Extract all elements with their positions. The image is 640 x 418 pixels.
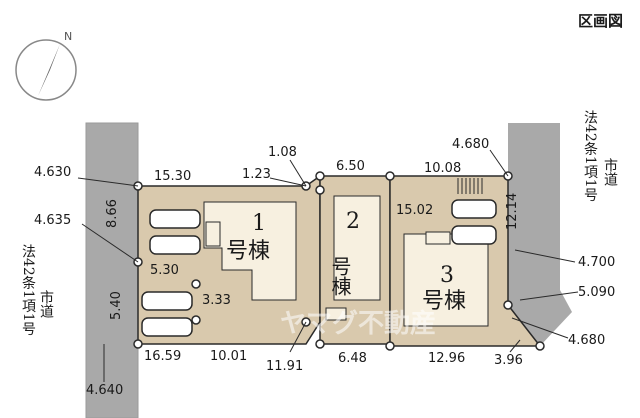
watermark: ヤマグ不動産	[280, 308, 436, 339]
stairs	[457, 178, 483, 194]
dim-333: 3.33	[202, 293, 231, 308]
dim-866: 8.66	[105, 199, 120, 228]
dim-4680-bottom: 4.680	[568, 333, 605, 348]
compass: N	[15, 30, 77, 101]
left-road-name-label: 市道	[38, 289, 54, 319]
svg-text:号棟: 号棟	[226, 239, 270, 264]
right-road-name-label: 市道	[602, 157, 618, 187]
dim-108: 1.08	[268, 145, 297, 160]
dim-1296: 12.96	[428, 351, 465, 366]
compass-north-label: N	[64, 30, 72, 43]
dim-396: 3.96	[494, 353, 523, 368]
right-road	[508, 123, 560, 318]
porch-2	[325, 307, 347, 321]
dim-530: 5.30	[150, 263, 179, 278]
svg-text:1: 1	[252, 211, 266, 236]
svg-text:号棟: 号棟	[422, 289, 466, 314]
dim-123: 1.23	[242, 167, 271, 182]
page-title: 区画図	[578, 12, 623, 30]
lot-1-label: 1 号棟	[226, 211, 270, 264]
dim-1191: 11.91	[266, 359, 303, 374]
svg-text:3: 3	[440, 263, 454, 288]
dim-1001: 10.01	[210, 349, 247, 364]
dim-5090: 5.090	[578, 285, 615, 300]
dim-4630: 4.630	[34, 165, 71, 180]
left-road-strip	[85, 122, 139, 418]
left-road-law-label: 法42条1項1号	[20, 244, 36, 336]
svg-text:2: 2	[346, 209, 360, 234]
cars	[141, 199, 497, 337]
svg-text:号棟: 号棟	[328, 256, 352, 296]
lot-2-label: 2 号棟	[328, 209, 360, 296]
dim-1214: 12.14	[505, 193, 520, 230]
boundary-points	[133, 171, 545, 351]
dim-4635: 4.635	[34, 213, 71, 228]
porch-1	[205, 221, 221, 247]
dim-650: 6.50	[336, 159, 365, 174]
dim-1659: 16.59	[144, 349, 181, 364]
leader-lines	[77, 149, 579, 382]
left-road	[86, 123, 138, 418]
dim-540: 5.40	[109, 291, 124, 320]
dim-1502: 15.02	[396, 203, 433, 218]
dim-4640: 4.640	[86, 383, 123, 398]
building-2	[333, 195, 381, 301]
dim-648: 6.48	[338, 351, 367, 366]
dim-4700: 4.700	[578, 255, 615, 270]
building-1	[203, 201, 297, 301]
dim-1008: 10.08	[424, 161, 461, 176]
dim-1530: 15.30	[154, 169, 191, 184]
porch-3	[425, 231, 451, 245]
lot-3-label: 3 号棟	[422, 263, 466, 314]
dim-4680-top: 4.680	[452, 137, 489, 152]
right-road-law-label: 法42条1項1号	[582, 110, 598, 202]
dimensions: 4.630 15.30 1.08 1.23 6.50 10.08 4.680 4…	[34, 137, 615, 398]
